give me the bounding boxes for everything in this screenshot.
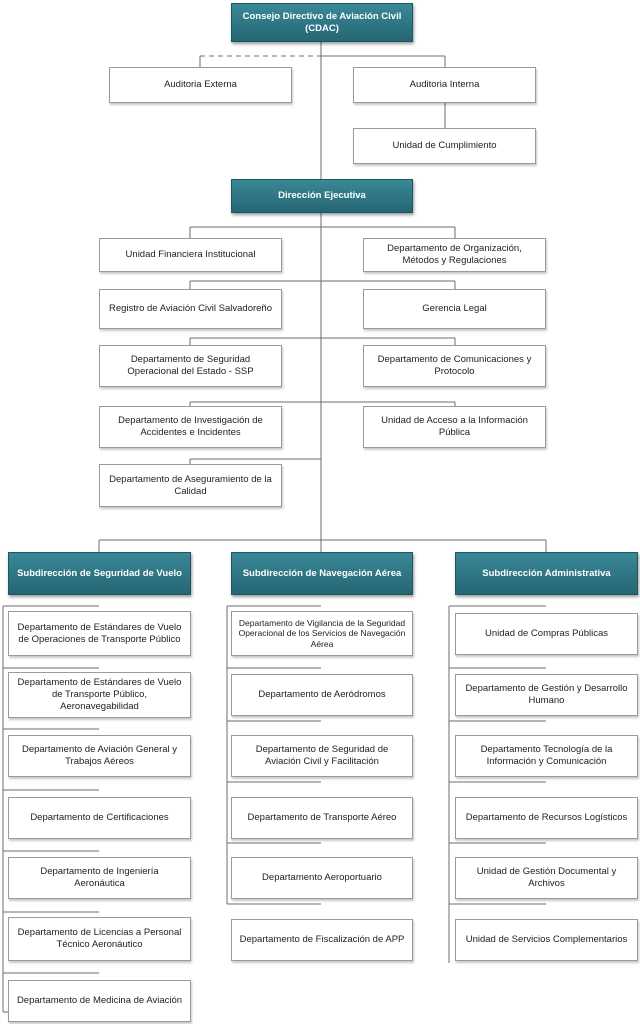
vuelo-unit-box[interactable]: Departamento de Certificaciones	[8, 797, 191, 839]
cdac-box[interactable]: Consejo Directivo de Aviación Civil (CDA…	[231, 3, 413, 42]
unidad-cumplimiento-box[interactable]: Unidad de Cumplimiento	[353, 128, 536, 164]
unit-gerencia-legal-box[interactable]: Gerencia Legal	[363, 289, 546, 329]
sub-navegacion-aerea-box[interactable]: Subdirección de Navegación Aérea	[231, 552, 413, 595]
vuelo-unit-box[interactable]: Departamento de Aviación General y Traba…	[8, 735, 191, 777]
unit-registro-box[interactable]: Registro de Aviación Civil Salvadoreño	[99, 289, 282, 329]
auditoria-interna-box[interactable]: Auditoria Interna	[353, 67, 536, 103]
unit-financiera-box[interactable]: Unidad Financiera Institucional	[99, 238, 282, 272]
unit-investigacion-box[interactable]: Departamento de Investigación de Acciden…	[99, 406, 282, 448]
navegacion-unit-box[interactable]: Departamento de Fiscalización de APP	[231, 919, 413, 961]
vuelo-unit-box[interactable]: Departamento de Estándares de Vuelo de O…	[8, 611, 191, 656]
vuelo-unit-box[interactable]: Departamento de Ingeniería Aeronáutica	[8, 857, 191, 899]
administrativa-unit-box[interactable]: Departamento de Gestión y Desarrollo Hum…	[455, 674, 638, 716]
navegacion-unit-box[interactable]: Departamento de Aeródromos	[231, 674, 413, 716]
navegacion-unit-box[interactable]: Departamento Aeroportuario	[231, 857, 413, 899]
administrativa-unit-box[interactable]: Unidad de Gestión Documental y Archivos	[455, 857, 638, 899]
administrativa-unit-box[interactable]: Unidad de Compras Públicas	[455, 613, 638, 655]
unit-calidad-box[interactable]: Departamento de Aseguramiento de la Cali…	[99, 464, 282, 507]
administrativa-unit-box[interactable]: Unidad de Servicios Complementarios	[455, 919, 638, 961]
administrativa-unit-box[interactable]: Departamento de Recursos Logísticos	[455, 797, 638, 839]
navegacion-unit-box[interactable]: Departamento de Vigilancia de la Segurid…	[231, 611, 413, 656]
navegacion-unit-box[interactable]: Departamento de Transporte Aéreo	[231, 797, 413, 839]
administrativa-unit-box[interactable]: Departamento Tecnología de la Informació…	[455, 735, 638, 777]
unit-comunicaciones-box[interactable]: Departamento de Comunicaciones y Protoco…	[363, 345, 546, 387]
unit-organizacion-box[interactable]: Departamento de Organización, Métodos y …	[363, 238, 546, 272]
direccion-ejecutiva-box[interactable]: Dirección Ejecutiva	[231, 179, 413, 213]
auditoria-externa-box[interactable]: Auditoria Externa	[109, 67, 292, 103]
sub-administrativa-box[interactable]: Subdirección Administrativa	[455, 552, 638, 595]
unit-acceso-informacion-box[interactable]: Unidad de Acceso a la Información Públic…	[363, 406, 546, 448]
vuelo-unit-box[interactable]: Departamento de Estándares de Vuelo de T…	[8, 672, 191, 718]
vuelo-unit-box[interactable]: Departamento de Medicina de Aviación	[8, 980, 191, 1022]
vuelo-unit-box[interactable]: Departamento de Licencias a Personal Téc…	[8, 917, 191, 961]
navegacion-unit-box[interactable]: Departamento de Seguridad de Aviación Ci…	[231, 735, 413, 777]
sub-seguridad-vuelo-box[interactable]: Subdirección de Seguridad de Vuelo	[8, 552, 191, 595]
unit-ssp-box[interactable]: Departamento de Seguridad Operacional de…	[99, 345, 282, 387]
